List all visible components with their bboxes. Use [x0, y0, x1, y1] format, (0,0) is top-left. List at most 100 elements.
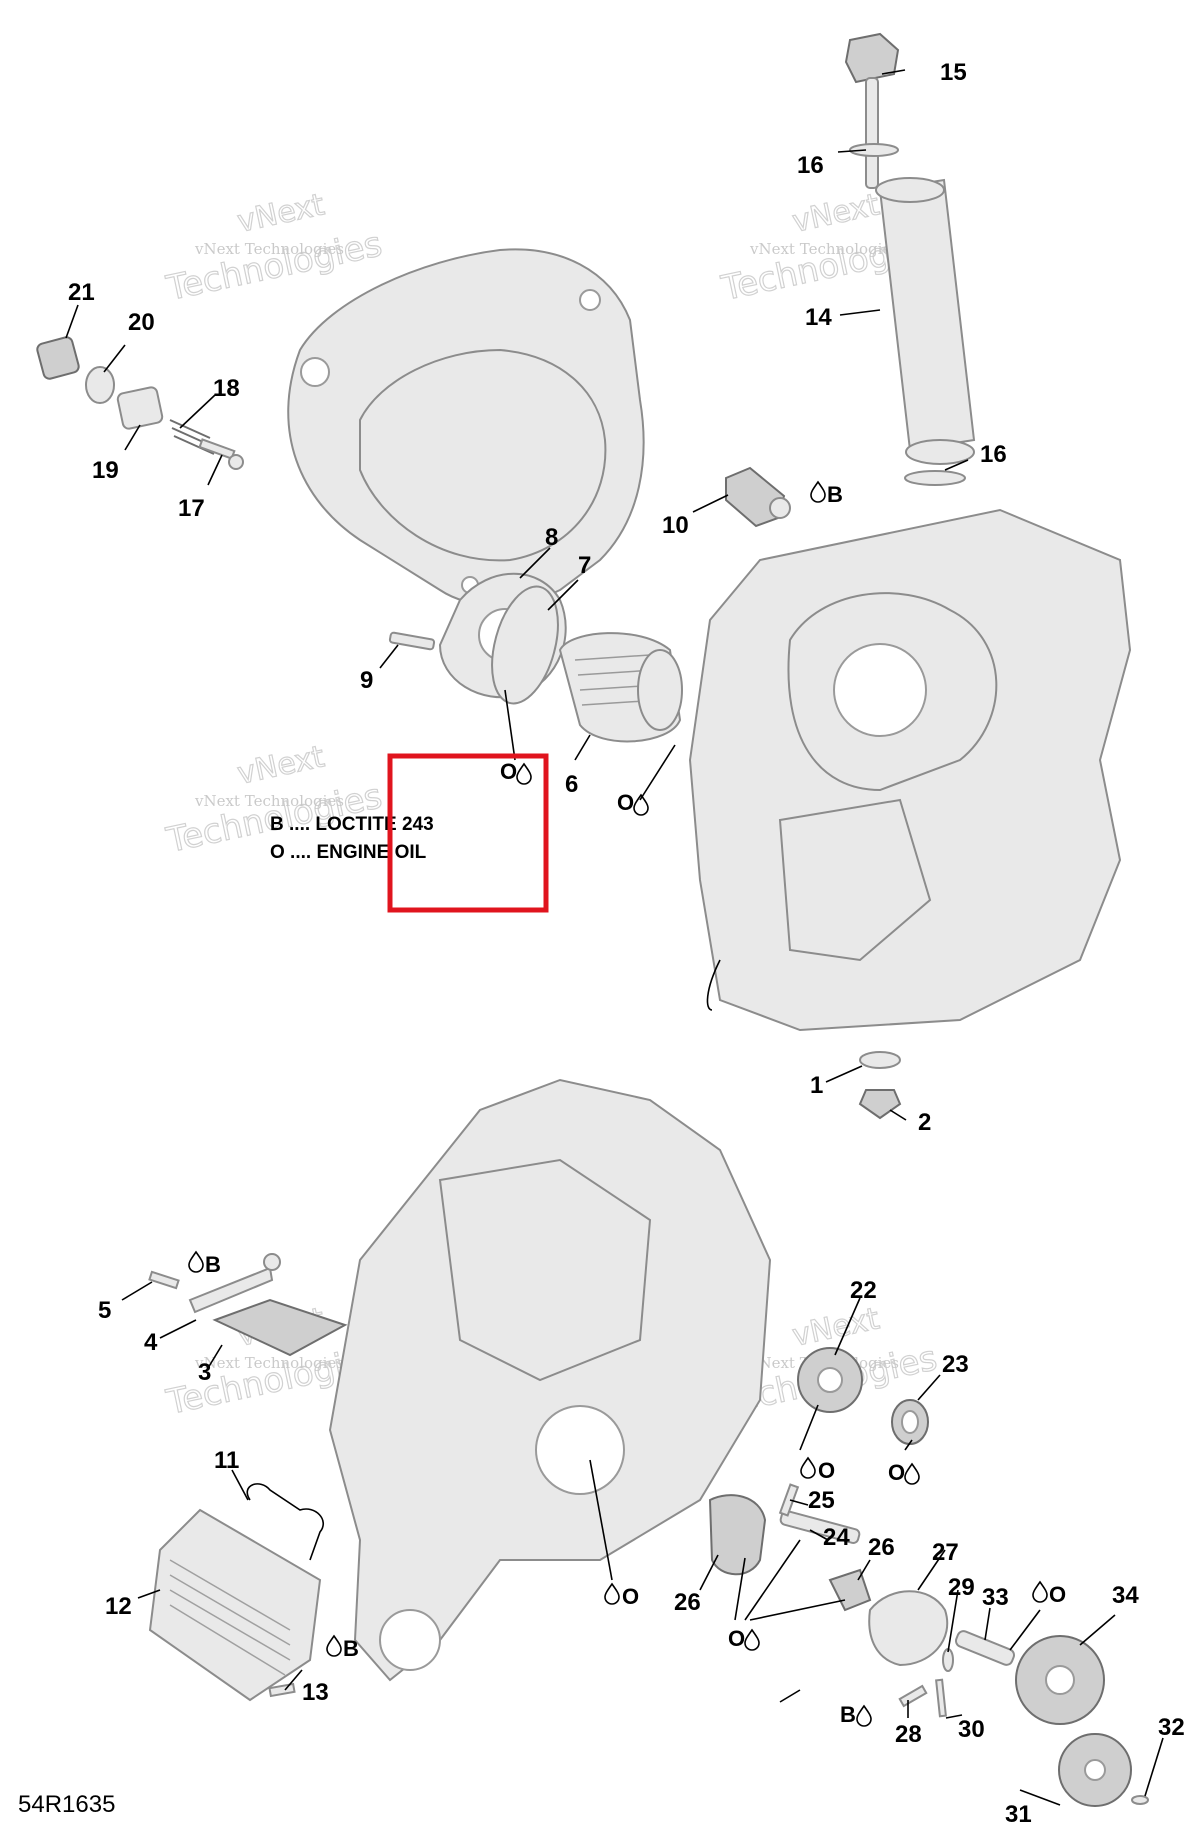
callout-10: 10 — [662, 512, 689, 539]
oil-tag: O — [617, 790, 634, 815]
legend-separator: .... — [284, 814, 316, 835]
loctite-drop-icon — [810, 480, 826, 503]
callout-28: 28 — [895, 1721, 922, 1748]
callout-26b: 26 — [674, 1589, 701, 1616]
watermark-text: vNext — [789, 187, 882, 240]
watermark-text: vNext Technologies — [194, 240, 344, 258]
oil-drop-icon — [633, 793, 649, 816]
loctite-tag: B — [827, 482, 843, 507]
clutch-cover-part — [287, 248, 645, 606]
leader-lines — [65, 69, 1164, 1806]
tag-loctite-sensor: B — [810, 480, 843, 507]
loctite-tag: B — [205, 1252, 221, 1277]
callout-30: 30 — [958, 1716, 985, 1743]
watermark-text: vNext Technologies — [749, 240, 899, 258]
oil-drop-icon — [904, 1462, 920, 1485]
callout-16b: 16 — [980, 441, 1007, 468]
legend-key: O — [270, 842, 285, 863]
callout-33: 33 — [982, 1584, 1009, 1611]
tag-loctite-pump-bolt: B — [840, 1702, 872, 1727]
oil-tag: O — [622, 1584, 639, 1609]
legend-row-oil: O .... ENGINE OIL — [270, 842, 427, 863]
watermark-text: vNext — [789, 1301, 882, 1354]
callout-18: 18 — [213, 375, 240, 402]
oil-sensor-part — [725, 466, 791, 528]
loctite-drop-icon — [856, 1704, 872, 1727]
callout-15: 15 — [940, 59, 967, 86]
oil-tag: O — [500, 759, 517, 784]
callout-3: 3 — [198, 1359, 211, 1386]
callout-5: 5 — [98, 1297, 111, 1324]
callout-23: 23 — [942, 1351, 969, 1378]
oil-filter-parts — [388, 572, 683, 743]
oil-drop-icon — [800, 1456, 816, 1479]
lubricant-tags: O O B B B O O O — [188, 480, 1066, 1727]
oil-cooler-parts — [148, 1483, 324, 1702]
oil-tag: O — [888, 1460, 905, 1485]
callout-1: 1 — [810, 1072, 823, 1099]
callout-20: 20 — [128, 309, 155, 336]
loctite-tag: B — [343, 1636, 359, 1661]
loctite-drop-icon — [326, 1634, 342, 1657]
callout-29: 29 — [948, 1574, 975, 1601]
callout-4: 4 — [144, 1329, 158, 1356]
callout-21: 21 — [68, 279, 95, 306]
oil-pump-parts — [708, 1347, 1149, 1807]
legend-row-loctite: B .... LOCTITE 243 — [270, 814, 434, 835]
callout-24: 24 — [823, 1524, 850, 1551]
tag-oil-pump-rotor: O — [728, 1626, 760, 1651]
callout-34: 34 — [1112, 1582, 1139, 1609]
loctite-drop-icon — [188, 1250, 204, 1273]
tag-loctite-strainer-bolt: B — [188, 1250, 221, 1277]
legend-text: LOCTITE 243 — [315, 814, 433, 835]
legend-text: ENGINE OIL — [316, 842, 426, 863]
callout-6: 6 — [565, 771, 578, 798]
dipstick-parts — [844, 32, 976, 486]
watermark-text: vNext — [234, 187, 327, 240]
callout-26a: 26 — [868, 1534, 895, 1561]
callout-27: 27 — [932, 1539, 959, 1566]
oil-drop-icon — [744, 1628, 760, 1651]
callout-7: 7 — [578, 552, 591, 579]
callout-25: 25 — [808, 1487, 835, 1514]
legend-key: B — [270, 814, 284, 835]
tag-oil-gear-22: O — [800, 1456, 835, 1483]
oil-drop-icon — [516, 762, 532, 785]
watermark-text: vNext — [234, 739, 327, 792]
callout-22: 22 — [850, 1277, 877, 1304]
callout-12: 12 — [105, 1593, 132, 1620]
watermark-top-left: vNext Technologies vNext Technologies — [162, 187, 386, 310]
oil-tag: O — [1049, 1582, 1066, 1607]
loctite-tag: B — [840, 1702, 856, 1727]
oil-drop-icon — [1032, 1580, 1048, 1603]
oil-tag: O — [728, 1626, 745, 1651]
tag-oil-crankcase: O — [604, 1582, 639, 1609]
selection-highlight-box — [387, 753, 549, 913]
callout-13: 13 — [302, 1679, 329, 1706]
tag-loctite-cooler-bolt: B — [326, 1634, 359, 1661]
callout-labels: 1 2 3 4 5 6 7 8 9 10 11 12 13 14 15 16 1… — [68, 59, 1185, 1828]
relief-valve-parts — [36, 336, 244, 470]
lubricant-legend: B .... LOCTITE 243 O .... ENGINE OIL — [270, 814, 434, 863]
legend-separator: .... — [285, 842, 317, 863]
callout-32: 32 — [1158, 1714, 1185, 1741]
callout-9: 9 — [360, 667, 373, 694]
callout-31: 31 — [1005, 1801, 1032, 1828]
tag-oil-shaft-33: O — [1032, 1580, 1066, 1607]
watermark-text: vNext Technologies — [194, 792, 344, 810]
callout-14: 14 — [805, 304, 832, 331]
strainer-parts — [148, 1253, 348, 1357]
callout-11: 11 — [214, 1447, 239, 1474]
callout-16a: 16 — [797, 152, 824, 179]
crankcase-left-part — [328, 1078, 772, 1682]
callout-17: 17 — [178, 495, 205, 522]
watermark-text: vNext Technologies — [194, 1354, 344, 1372]
tag-oil-filter: O — [617, 790, 649, 816]
callout-8: 8 — [545, 524, 558, 551]
crankcase-right-part — [688, 508, 1132, 1032]
tag-oil-filter-oring: O — [500, 759, 532, 785]
drain-plug-parts — [858, 1051, 902, 1120]
watermark-text: Technologies — [163, 224, 386, 309]
oil-tag: O — [818, 1458, 835, 1483]
